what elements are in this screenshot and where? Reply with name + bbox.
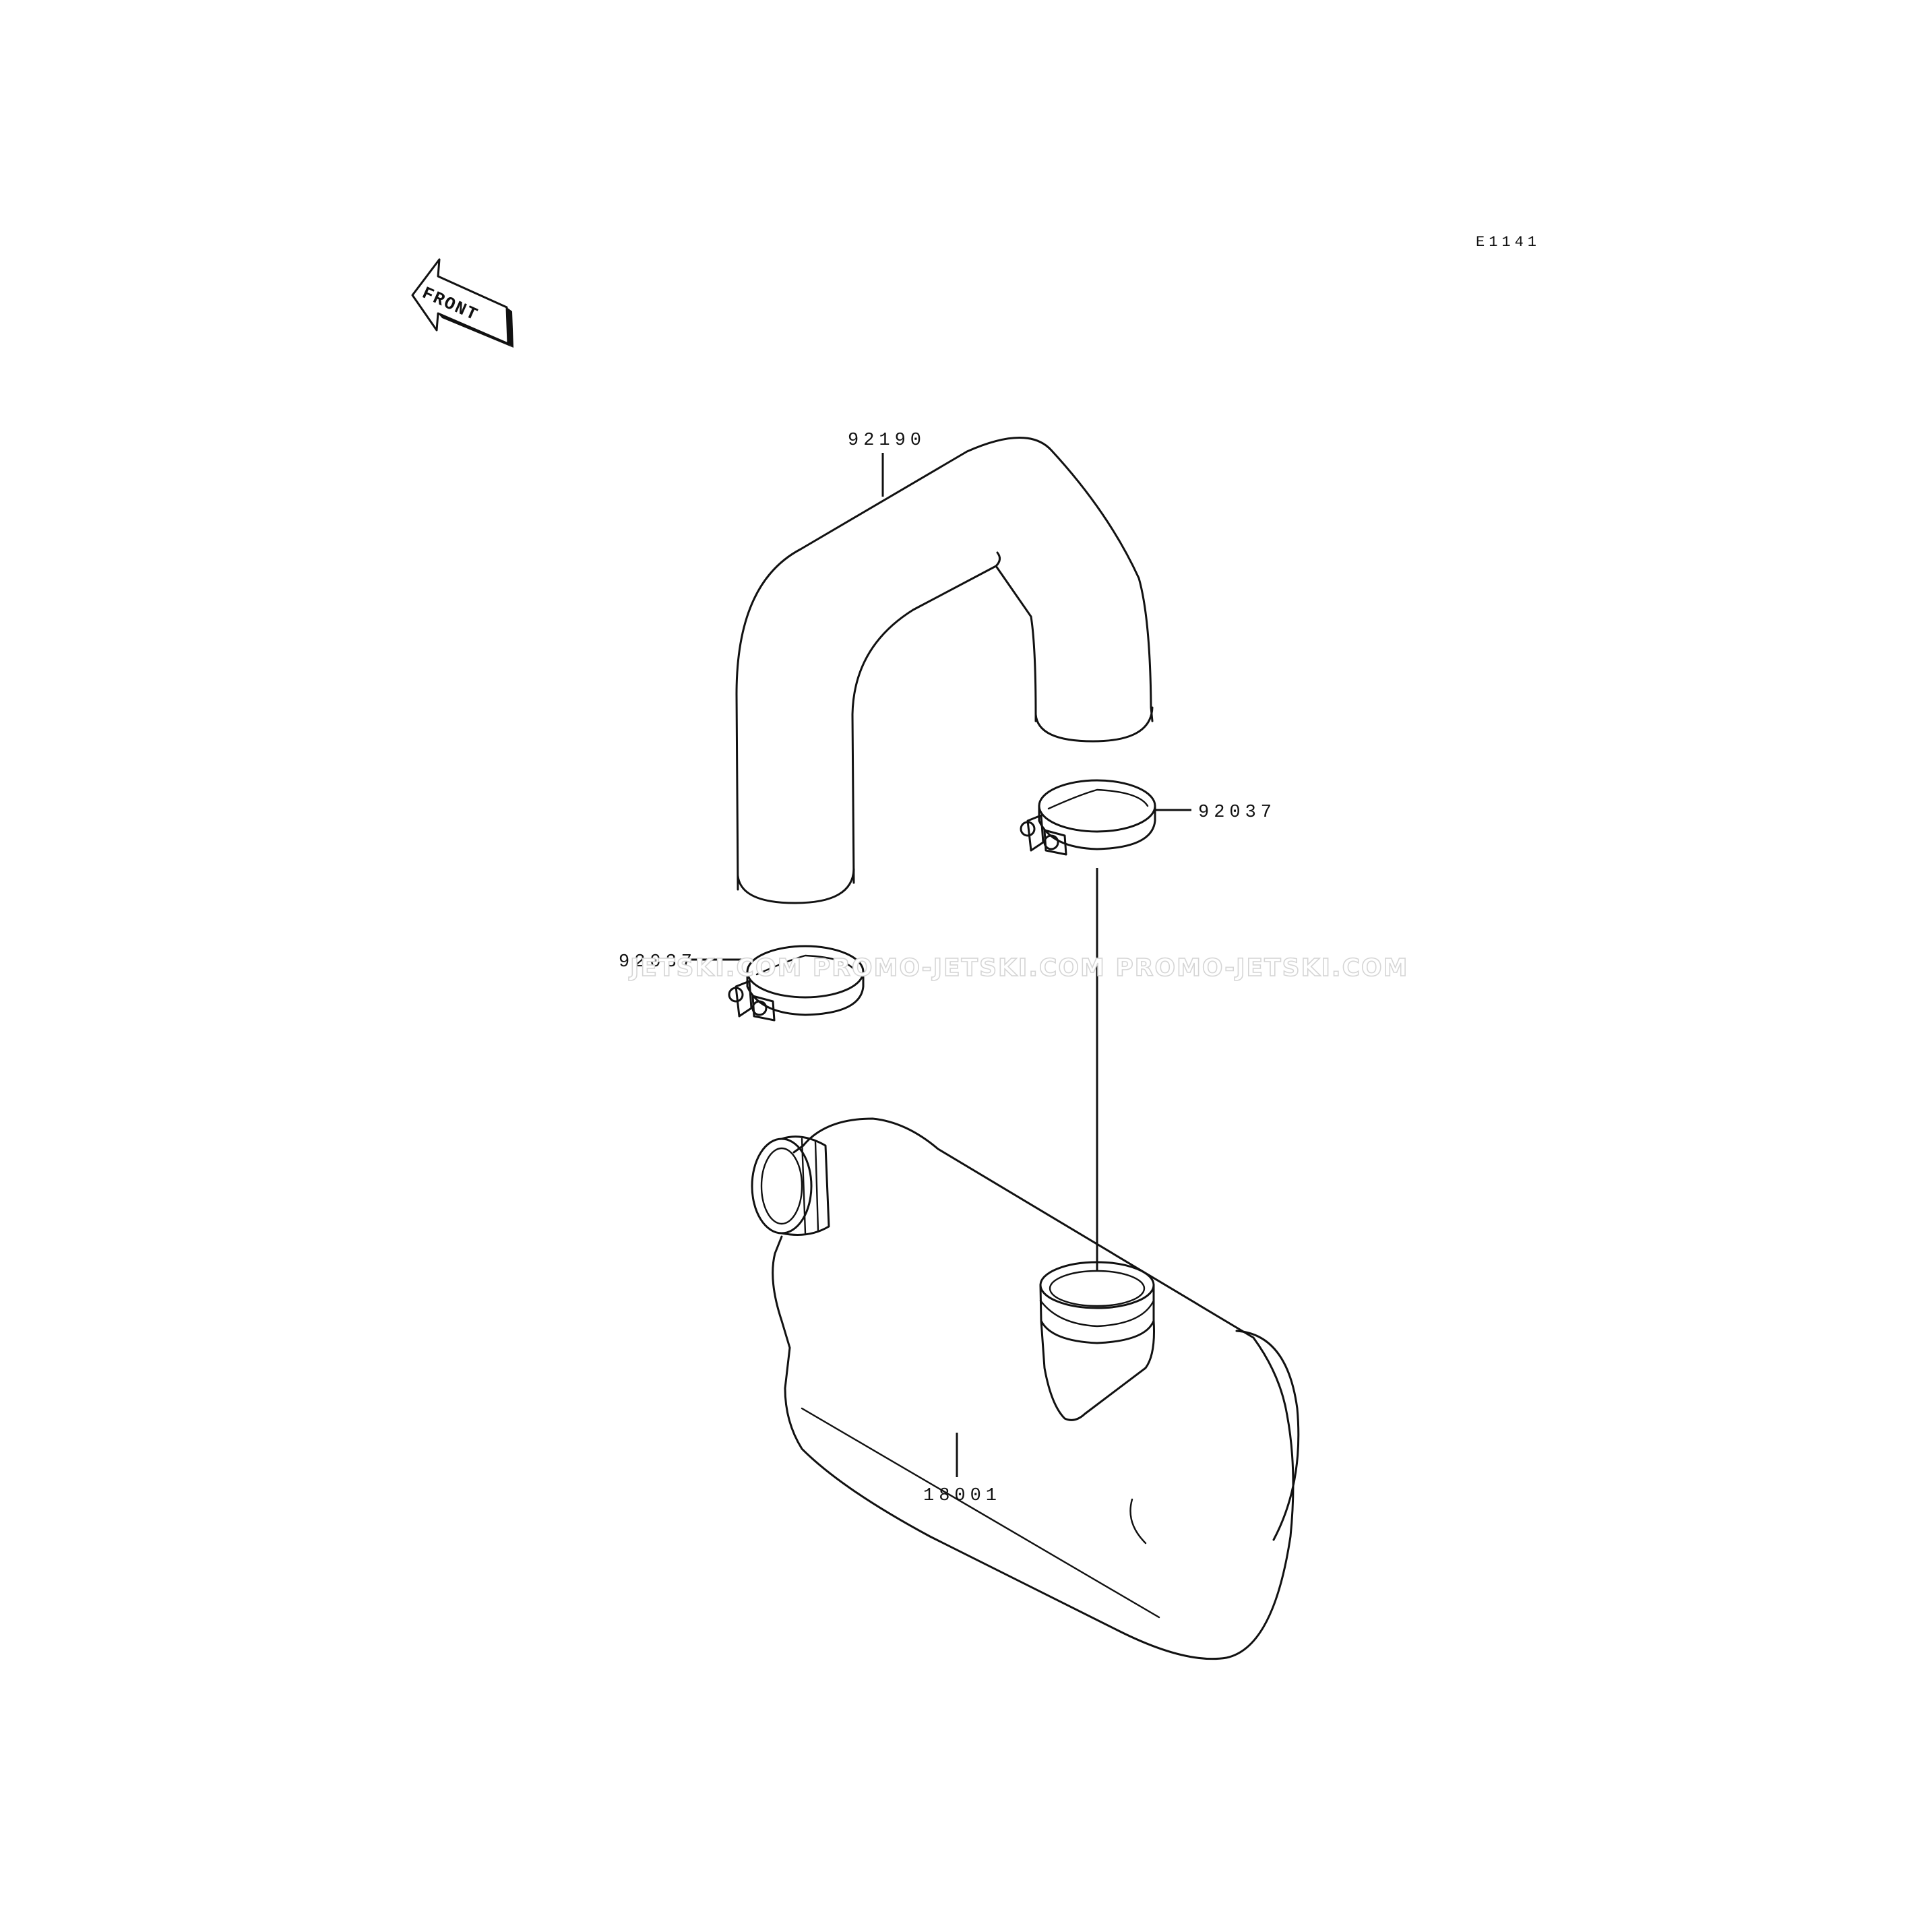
hose-part — [735, 437, 1154, 904]
clamp-part-lower — [728, 945, 865, 1022]
part-label-18001: 18001 — [923, 1486, 1001, 1506]
part-label-92037-lower: 92037 — [619, 952, 697, 972]
clamp-part-upper — [1020, 779, 1156, 856]
diagram-code: E1141 — [1476, 234, 1540, 251]
part-label-92037-upper: 92037 — [1198, 803, 1276, 823]
watermark: JETSKI.COM PROMO-JETSKI.COM PROMO-JETSKI… — [628, 954, 1408, 982]
front-arrow-icon: FRONT — [411, 258, 513, 348]
silencer-part — [751, 1117, 1300, 1660]
part-label-92190: 92190 — [848, 431, 926, 451]
